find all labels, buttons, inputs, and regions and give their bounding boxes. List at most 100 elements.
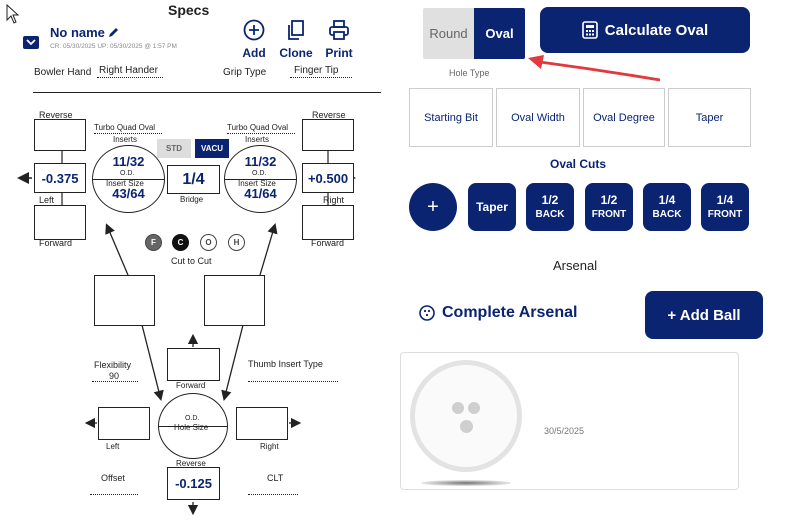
oval-param-oval-width[interactable]: Oval Width [496, 88, 580, 147]
pencil-icon[interactable] [108, 27, 119, 38]
cut-option-f[interactable]: F [145, 234, 162, 251]
oval-param-oval-degree[interactable]: Oval Degree [583, 88, 665, 147]
cut-bottom-label: BACK [535, 209, 565, 221]
ball-card[interactable]: 30/5/2025 [400, 352, 739, 490]
ball-card-date: 30/5/2025 [544, 426, 585, 436]
calculate-oval-button[interactable]: Calculate Oval [540, 7, 750, 53]
flexibility-underline [92, 381, 138, 382]
left-forward-box[interactable] [34, 205, 86, 240]
thumb-left-box[interactable] [98, 407, 150, 440]
copy-icon [288, 20, 304, 40]
bridge-value[interactable]: 1/4 [167, 165, 220, 194]
thumb-right-label: Right [260, 442, 279, 451]
grip-type-underline [290, 77, 352, 78]
left-insert-size-value[interactable]: 43/64 [112, 186, 145, 201]
left-insert-underline [94, 133, 162, 134]
thumb-reverse-value[interactable]: -0.125 [167, 467, 220, 500]
right-finger-hole[interactable] [224, 145, 297, 213]
spec-name: No name [50, 25, 105, 40]
right-finger-pitch-box[interactable] [204, 275, 265, 326]
taper-cut-button[interactable]: Taper [468, 183, 516, 231]
cut-option-c[interactable]: C [172, 234, 189, 251]
complete-arsenal-label: Complete Arsenal [442, 304, 578, 321]
cut-top-label: 1/4 [716, 193, 734, 208]
left-finger-pitch-box[interactable] [94, 275, 155, 326]
cut-quarter-back[interactable]: 1/4 BACK [643, 183, 691, 231]
hole-type-round[interactable]: Round [423, 8, 474, 59]
ball-finger-hole [468, 402, 480, 414]
thumb-hole[interactable] [158, 393, 228, 459]
cut-to-cut-label: Cut to Cut [171, 256, 212, 266]
clone-label: Clone [279, 46, 313, 60]
thumb-right-box[interactable] [236, 407, 288, 440]
layout-lines [17, 151, 356, 516]
thumb-insert-label: Thumb Insert Type [248, 359, 323, 369]
left-finger-divider [93, 179, 164, 180]
cut-quarter-front[interactable]: 1/4 FRONT [701, 183, 749, 231]
right-finger-divider [225, 179, 296, 180]
cut-option-h[interactable]: H [228, 234, 245, 251]
left-reverse-box[interactable] [34, 119, 86, 151]
collapse-toggle[interactable] [23, 36, 39, 49]
offset-underline [90, 494, 138, 495]
right-side-value[interactable]: +0.500 [302, 163, 354, 193]
bowling-ball-icon [419, 305, 435, 321]
thumb-divider [159, 426, 227, 427]
bowler-hand-underline [97, 77, 163, 78]
left-insert-type[interactable]: Turbo Quad Oval [94, 123, 156, 132]
oval-param-taper[interactable]: Taper [668, 88, 751, 147]
ball-thumb-hole [460, 420, 473, 433]
cut-top-label: 1/2 [600, 193, 618, 208]
complete-arsenal-link[interactable]: Complete Arsenal [418, 304, 577, 322]
add-button[interactable]: Add [240, 19, 268, 60]
oval-param-starting-bit[interactable]: Starting Bit [409, 88, 493, 147]
add-ball-button[interactable]: + Add Ball [645, 291, 763, 339]
cut-bottom-label: BACK [652, 209, 682, 221]
cut-half-back[interactable]: 1/2 BACK [526, 183, 574, 231]
std-toggle[interactable]: STD [157, 139, 191, 158]
cut-top-label: 1/4 [658, 193, 676, 208]
flexibility-label: Flexibility [94, 360, 132, 370]
ball-image [407, 357, 525, 486]
vacu-toggle[interactable]: VACU [195, 139, 229, 158]
left-reverse-label: Reverse [39, 110, 73, 120]
bridge-label: Bridge [180, 195, 204, 204]
right-od-label: O.D. [252, 170, 267, 177]
bowler-hand-label: Bowler Hand [34, 67, 92, 78]
right-od-value[interactable]: 11/32 [244, 154, 277, 169]
grip-type-label: Grip Type [223, 67, 267, 78]
cut-half-front[interactable]: 1/2 FRONT [585, 183, 633, 231]
right-forward-label: Forward [311, 238, 345, 248]
thumb-forward-box[interactable] [167, 348, 220, 381]
right-insert-type[interactable]: Turbo Quad Oval [227, 123, 289, 132]
taper-cut-label: Taper [476, 199, 508, 214]
right-reverse-box[interactable] [302, 119, 354, 151]
right-forward-box[interactable] [302, 205, 354, 240]
flexibility-value[interactable]: 90 [109, 371, 120, 381]
thumb-reverse-label: Reverse [176, 459, 206, 468]
print-button[interactable]: Print [323, 19, 355, 60]
chevron-down-icon [26, 39, 36, 46]
offset-label: Offset [101, 473, 125, 483]
left-side-value[interactable]: -0.375 [34, 163, 86, 193]
left-inserts-label: Inserts [113, 135, 138, 144]
cut-option-o[interactable]: O [200, 234, 217, 251]
ball-shadow [421, 480, 511, 486]
add-cut-button[interactable]: + [409, 183, 457, 231]
oval-cuts-title: Oval Cuts [550, 157, 607, 171]
left-od-value[interactable]: 11/32 [112, 154, 145, 169]
cut-bottom-label: FRONT [591, 209, 627, 221]
cursor-icon [6, 4, 20, 24]
clt-underline [248, 494, 298, 495]
cut-top-label: 1/2 [541, 193, 559, 208]
right-insert-size-value[interactable]: 41/64 [244, 186, 277, 201]
ball-outline [410, 360, 522, 472]
specs-title: Specs [168, 2, 210, 18]
grip-type-value[interactable]: Finger Tip [294, 65, 339, 76]
bowler-hand-value[interactable]: Right Hander [99, 65, 158, 76]
clone-button[interactable]: Clone [277, 19, 315, 60]
arsenal-title: Arsenal [553, 258, 598, 273]
thumb-hole-size-label: Hole Size [174, 423, 209, 432]
left-finger-hole[interactable] [92, 145, 165, 213]
hole-type-oval[interactable]: Oval [474, 8, 525, 59]
